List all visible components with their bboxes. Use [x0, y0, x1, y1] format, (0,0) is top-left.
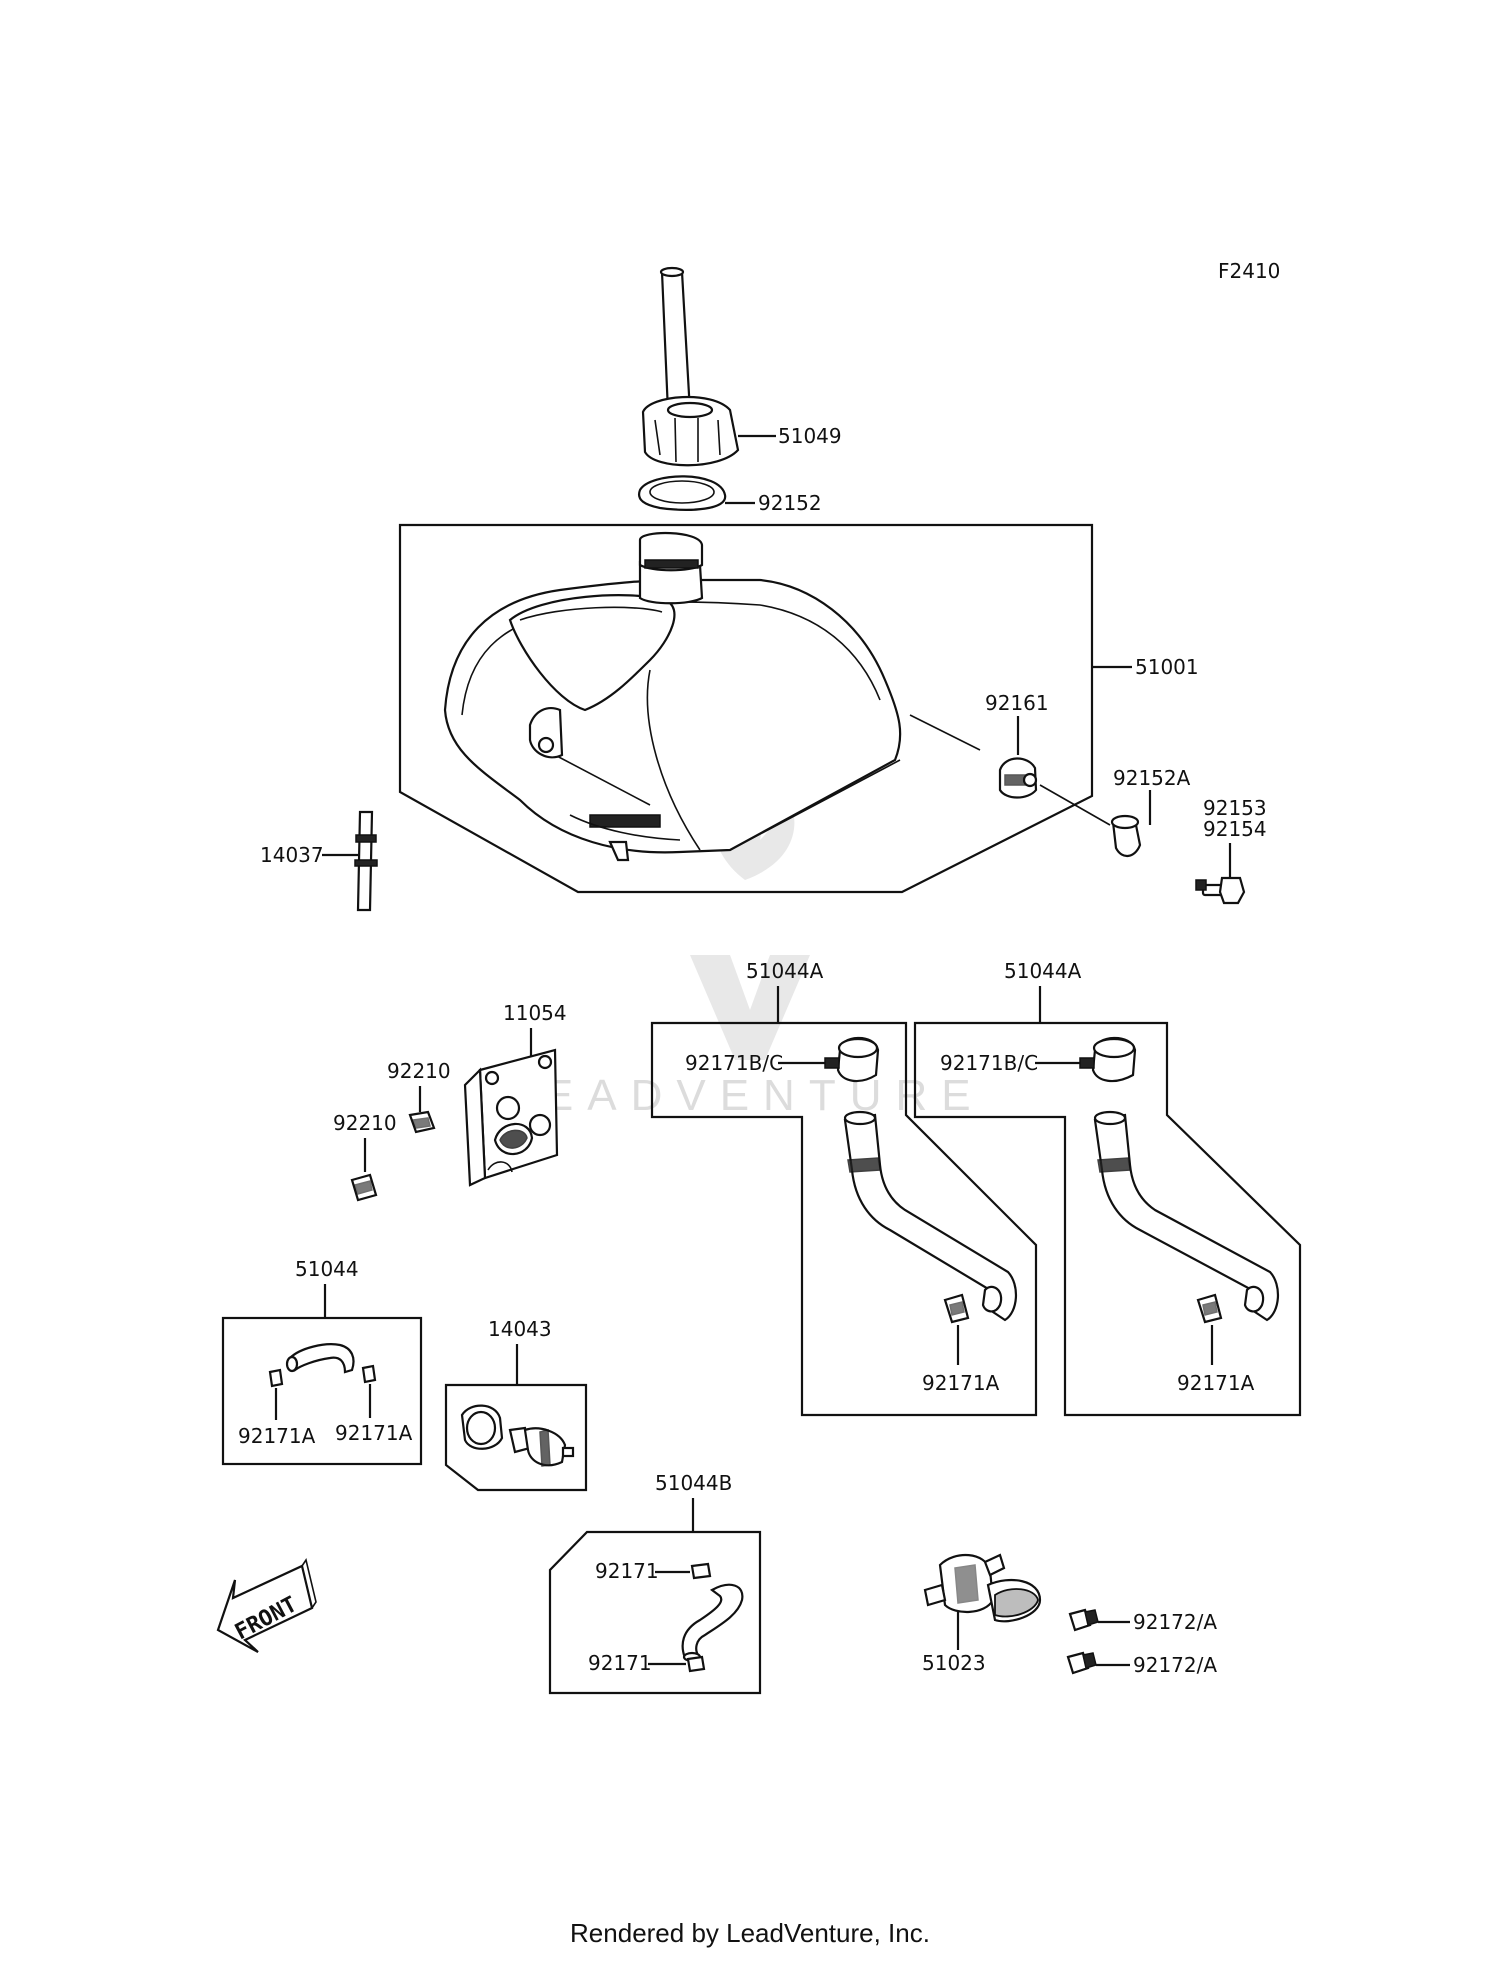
callout-92171BC-left: 92171B/C [685, 1051, 783, 1075]
gasket-92152 [637, 475, 727, 511]
box-14043 [444, 1383, 588, 1492]
bracket-11054 [463, 1048, 559, 1187]
callout-92172A-bottom: 92172/A [1133, 1653, 1217, 1677]
callout-92172A-top: 92172/A [1133, 1610, 1217, 1634]
link-92161-92152A [1039, 784, 1111, 826]
clip-92210-top [408, 1110, 436, 1134]
callout-92171A-a: 92171A [238, 1424, 316, 1448]
bolt-92153-92154 [1195, 876, 1246, 905]
screw-92172A-top [1068, 1608, 1099, 1632]
callout-92171BC-right: 92171B/C [940, 1051, 1038, 1075]
callout-92153: 92153 [1203, 796, 1267, 820]
clamp-92171BC-right [1079, 1036, 1137, 1083]
collar-92152A [1110, 814, 1142, 857]
grommet-92161 [998, 757, 1038, 799]
hose-51044A-left [843, 1110, 1017, 1322]
callout-14037: 14037 [260, 843, 324, 867]
watermark-text: LEADVENTURE [505, 1071, 984, 1120]
callout-51044A-right: 51044A [1004, 959, 1082, 983]
callout-92171-top: 92171 [595, 1559, 659, 1583]
clip-92171A-a [268, 1368, 284, 1388]
callout-92171A-left-box: 92171A [922, 1371, 1000, 1395]
callout-51049: 51049 [778, 424, 842, 448]
watermark-v-icon [690, 955, 810, 1060]
box-51044 [221, 1316, 423, 1466]
box-51044A-left [650, 1021, 1038, 1417]
fuel-valve-51023 [923, 1553, 1042, 1623]
fuel-cap-51049 [641, 266, 740, 467]
fuel-tank [443, 532, 981, 862]
tank-assembly-outline [398, 523, 1094, 894]
filter-14043 [460, 1404, 575, 1467]
clip-92171A-right-box [1196, 1293, 1223, 1324]
hose-51044 [285, 1343, 355, 1374]
box-51044A-right [913, 1021, 1302, 1417]
clip-92171A-left-box [943, 1293, 970, 1324]
clamp-92171BC-left [824, 1036, 880, 1083]
hose-51044B [681, 1583, 744, 1663]
callout-92161: 92161 [985, 691, 1049, 715]
callout-92171A-b: 92171A [335, 1421, 413, 1445]
callout-51044B: 51044B [655, 1471, 732, 1495]
callout-92210-bottom: 92210 [333, 1111, 397, 1135]
callout-11054: 11054 [503, 1001, 567, 1025]
callout-51001: 51001 [1135, 655, 1199, 679]
hose-51044A-right [1093, 1110, 1279, 1322]
callout-92152: 92152 [758, 491, 822, 515]
clip-92171-bottom [686, 1655, 706, 1673]
front-arrow-icon: FRONT [216, 1558, 317, 1653]
clip-92171-top [690, 1562, 712, 1580]
footer-credit: Rendered by LeadVenture, Inc. [570, 1918, 930, 1948]
callout-92154: 92154 [1203, 817, 1267, 841]
clip-92210-bottom [350, 1173, 378, 1202]
callout-92171-bottom: 92171 [588, 1651, 652, 1675]
callout-14043: 14043 [488, 1317, 552, 1341]
callout-51044: 51044 [295, 1257, 359, 1281]
box-51044B [548, 1530, 762, 1695]
hose-14037 [354, 810, 378, 912]
callout-92152A: 92152A [1113, 766, 1191, 790]
callout-51044A-left: 51044A [746, 959, 824, 983]
callout-92210-top: 92210 [387, 1059, 451, 1083]
clip-92171A-b [361, 1364, 377, 1384]
callout-51023: 51023 [922, 1651, 986, 1675]
screw-92172A-bottom [1066, 1651, 1097, 1675]
callout-92171A-right-box: 92171A [1177, 1371, 1255, 1395]
figure-code: F2410 [1218, 259, 1280, 283]
